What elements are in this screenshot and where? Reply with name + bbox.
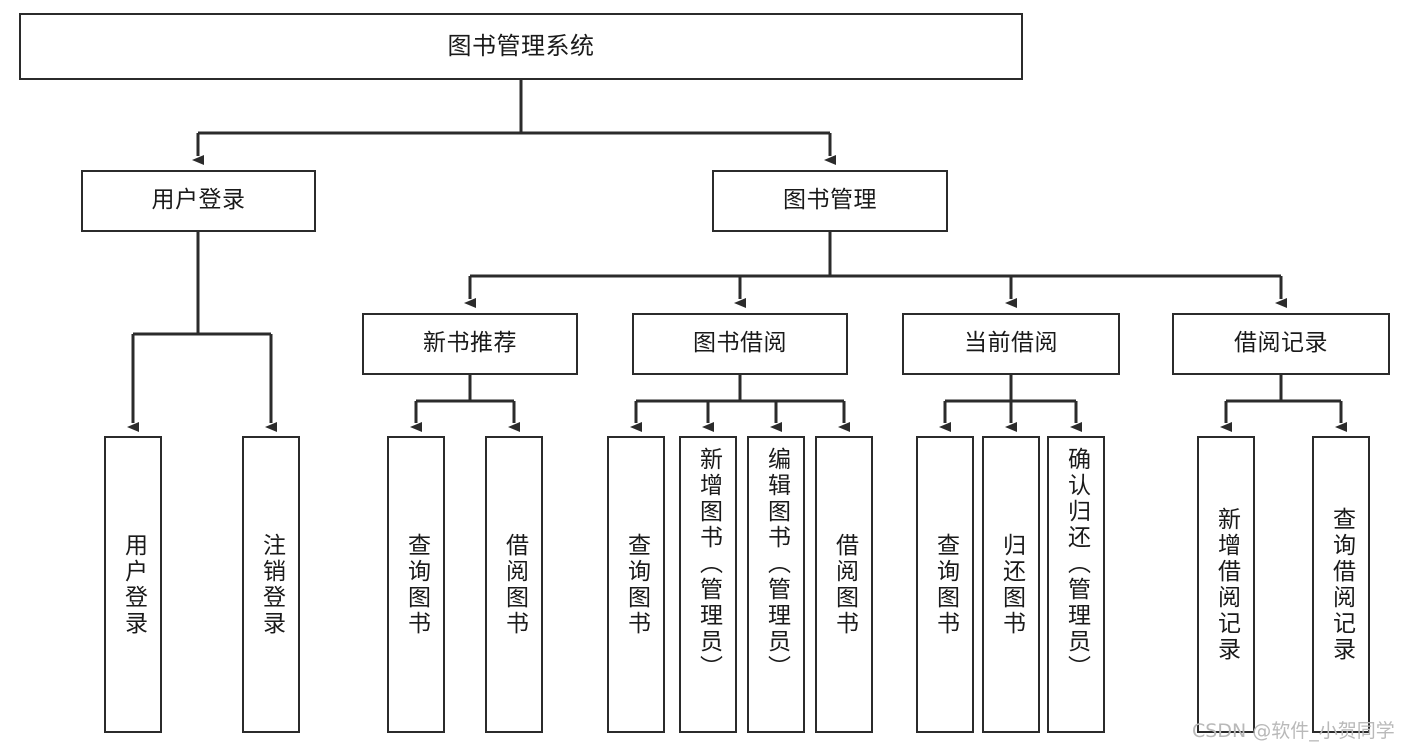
leaf-borrow-book-recommend[interactable]: 借阅图书	[485, 436, 543, 733]
leaf-query-borrow-record[interactable]: 查询借阅记录	[1312, 436, 1370, 733]
node-label: 新书推荐	[423, 330, 517, 357]
node-book-borrow[interactable]: 图书借阅	[632, 313, 848, 375]
node-user-login[interactable]: 用户登录	[81, 170, 316, 232]
node-label: 注销登录	[258, 532, 285, 637]
leaf-add-borrow-record[interactable]: 新增借阅记录	[1197, 436, 1255, 733]
node-label: 编辑图书（管理员）	[763, 447, 790, 681]
node-label: 归还图书	[998, 532, 1025, 637]
leaf-confirm-return-admin[interactable]: 确认归还（管理员）	[1047, 436, 1105, 733]
node-label: 新增图书（管理员）	[695, 447, 722, 681]
leaf-query-book-current[interactable]: 查询图书	[916, 436, 974, 733]
node-label: 借阅图书	[501, 532, 528, 637]
node-label: 图书借阅	[693, 330, 787, 357]
csdn-watermark: CSDN @软件_小贺同学	[1192, 720, 1395, 742]
node-borrow-record[interactable]: 借阅记录	[1172, 313, 1390, 375]
leaf-add-book-admin[interactable]: 新增图书（管理员）	[679, 436, 737, 733]
node-label: 查询借阅记录	[1328, 506, 1355, 663]
leaf-query-book-recommend[interactable]: 查询图书	[387, 436, 445, 733]
node-root-system[interactable]: 图书管理系统	[19, 13, 1023, 80]
node-current-borrow[interactable]: 当前借阅	[902, 313, 1120, 375]
node-label: 当前借阅	[964, 330, 1058, 357]
node-label: 图书管理	[783, 187, 877, 214]
leaf-edit-book-admin[interactable]: 编辑图书（管理员）	[747, 436, 805, 733]
node-label: 新增借阅记录	[1213, 506, 1240, 663]
node-label: 用户登录	[151, 187, 246, 214]
leaf-user-login[interactable]: 用户登录	[104, 436, 162, 733]
node-label: 借阅图书	[831, 532, 858, 637]
node-new-book-recommend[interactable]: 新书推荐	[362, 313, 578, 375]
node-label: 查询图书	[403, 532, 430, 637]
leaf-borrow-book-borrow[interactable]: 借阅图书	[815, 436, 873, 733]
node-label: 确认归还（管理员）	[1063, 447, 1090, 681]
node-label: 查询图书	[623, 532, 650, 637]
node-label: 借阅记录	[1234, 330, 1328, 357]
leaf-logout-login[interactable]: 注销登录	[242, 436, 300, 733]
node-label: 用户登录	[120, 532, 147, 637]
leaf-query-book-borrow[interactable]: 查询图书	[607, 436, 665, 733]
leaf-return-book[interactable]: 归还图书	[982, 436, 1040, 733]
node-book-management[interactable]: 图书管理	[712, 170, 948, 232]
node-label: 图书管理系统	[447, 32, 595, 61]
node-label: 查询图书	[932, 532, 959, 637]
